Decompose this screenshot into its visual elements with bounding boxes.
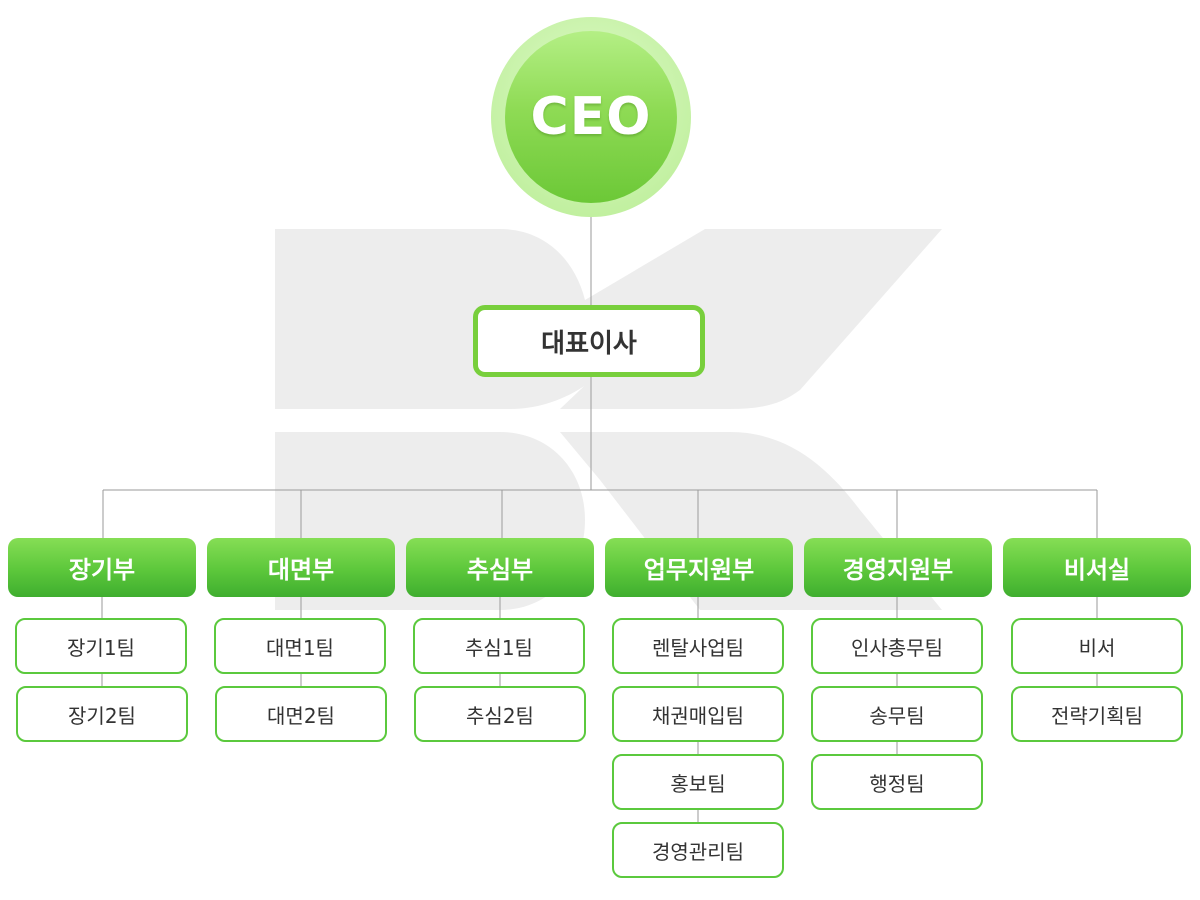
team-node: 비서: [1011, 618, 1183, 674]
representative-node: 대표이사: [473, 305, 705, 377]
team-node: 전략기획팀: [1011, 686, 1183, 742]
dept-node: 비서실: [1003, 538, 1191, 597]
dept-label: 대면부: [267, 556, 335, 584]
team-node: 렌탈사업팀: [612, 618, 784, 674]
team-node: 경영관리팀: [612, 822, 784, 878]
dept-node: 대면부: [207, 538, 395, 597]
team-node: 장기2팀: [16, 686, 188, 742]
team-node: 송무팀: [811, 686, 983, 742]
team-label: 행정팀: [869, 771, 925, 796]
dept-label: 업무지원부: [643, 556, 755, 584]
team-label: 송무팀: [869, 703, 925, 728]
ceo-label: CEO: [530, 87, 652, 147]
team-node: 추심2팀: [414, 686, 586, 742]
team-label: 장기2팀: [68, 703, 136, 728]
team-label: 장기1팀: [67, 635, 135, 660]
team-node: 인사총무팀: [811, 618, 983, 674]
team-node: 행정팀: [811, 754, 983, 810]
dept-label: 경영지원부: [842, 556, 954, 584]
dept-node: 추심부: [406, 538, 594, 597]
team-node: 장기1팀: [15, 618, 187, 674]
ceo-circle: CEO: [505, 31, 677, 203]
team-label: 렌탈사업팀: [652, 635, 744, 660]
team-label: 추심2팀: [466, 703, 534, 728]
team-label: 대면2팀: [267, 703, 335, 728]
team-node: 대면2팀: [215, 686, 387, 742]
team-label: 추심1팀: [465, 635, 533, 660]
team-label: 비서: [1078, 635, 1116, 660]
dept-label: 장기부: [68, 556, 136, 584]
dept-label: 추심부: [466, 556, 534, 584]
dept-node: 경영지원부: [804, 538, 992, 597]
team-label: 대면1팀: [266, 635, 334, 660]
dept-node: 업무지원부: [605, 538, 793, 597]
team-label: 전략기획팀: [1051, 703, 1143, 728]
ceo-node: CEO: [491, 17, 691, 217]
team-node: 홍보팀: [612, 754, 784, 810]
team-node: 대면1팀: [214, 618, 386, 674]
team-label: 경영관리팀: [652, 839, 744, 864]
team-node: 채권매입팀: [612, 686, 784, 742]
dept-node: 장기부: [8, 538, 196, 597]
dept-label: 비서실: [1063, 556, 1131, 584]
representative-label: 대표이사: [541, 328, 637, 359]
team-label: 홍보팀: [670, 771, 726, 796]
team-label: 인사총무팀: [851, 635, 943, 660]
team-node: 추심1팀: [413, 618, 585, 674]
team-label: 채권매입팀: [652, 703, 744, 728]
